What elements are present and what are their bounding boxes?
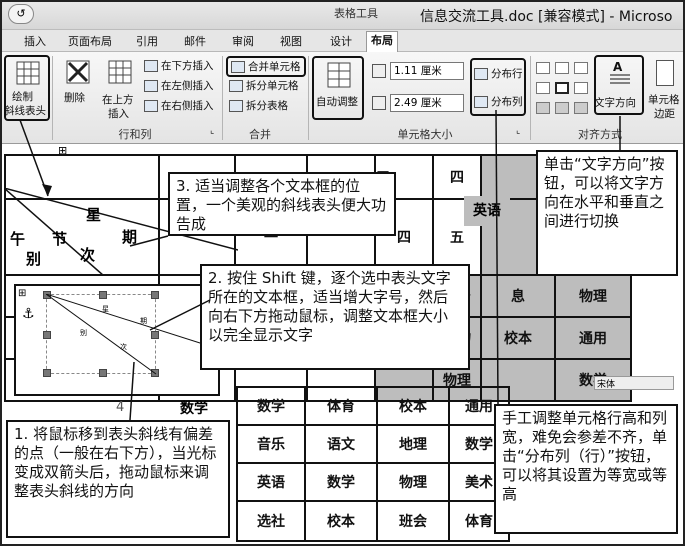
font-tooltip: 宋体	[594, 376, 674, 390]
merge-cells-button[interactable]: 合并单元格	[226, 56, 306, 77]
resize-handle[interactable]	[99, 369, 107, 377]
tab-design[interactable]: 设计	[330, 35, 352, 48]
callout-text-direction: 单击“文字方向”按钮，可以将文字方向在水平和垂直之间进行切换	[536, 150, 678, 276]
distribute-columns-icon	[474, 96, 488, 108]
insert-above-icon	[108, 60, 132, 84]
table-tools-label: 表格工具	[334, 7, 378, 20]
autofit-button[interactable]: 自动调整	[312, 56, 364, 120]
diagonal-header-icon	[16, 61, 40, 85]
align-bottom-left-icon[interactable]	[536, 102, 550, 114]
tab-mailings[interactable]: 邮件	[184, 35, 206, 48]
split-table-icon	[229, 100, 243, 112]
resize-handle[interactable]	[151, 331, 159, 339]
svg-text:A: A	[613, 60, 623, 74]
row-height-icon	[372, 64, 386, 78]
align-middle-center-icon[interactable]	[555, 82, 569, 94]
header-word-noon[interactable]: 午	[10, 230, 26, 248]
column-width-field[interactable]: 2.49 厘米	[390, 94, 464, 112]
insert-below-icon	[144, 60, 158, 72]
group-label-cell-size: 单元格大小	[397, 128, 453, 141]
rows-cols-dialog-launcher[interactable]: ⌞	[210, 126, 215, 136]
undo-icon[interactable]: ↺	[8, 4, 34, 24]
header-word-ci[interactable]: 次	[80, 246, 96, 264]
autofit-icon	[327, 62, 351, 88]
title-bar	[2, 2, 683, 30]
distribute-columns-button[interactable]: 分布列	[474, 94, 523, 109]
insert-below-button[interactable]: 在下方插入	[144, 58, 214, 73]
distribute-rows-icon	[474, 68, 488, 80]
insert-right-icon	[144, 100, 158, 112]
callout-step-2: 2. 按住 Shift 键，逐个选中表头文字所在的文本框，适当增大字号，然后向右…	[200, 264, 470, 370]
header-word-qi[interactable]: 期	[122, 228, 138, 246]
alignment-grid	[536, 62, 592, 120]
cell-margins-button[interactable]: 单元格 边距	[648, 58, 682, 120]
merge-cells-icon	[231, 61, 245, 73]
anchor-icon: ⚓	[22, 306, 35, 322]
tab-layout[interactable]: 布局	[366, 31, 398, 53]
group-separator	[222, 56, 223, 140]
tab-insert[interactable]: 插入	[24, 35, 46, 48]
table-move-handle[interactable]: ⊞	[58, 144, 68, 157]
distribute-group	[470, 58, 526, 116]
callout-step-3: 3. 适当调整各个文本框的位置，一个美观的斜线表头便大功告成	[168, 172, 396, 236]
cell-english[interactable]: 英语	[464, 196, 510, 226]
group-label-alignment: 对齐方式	[578, 128, 622, 141]
group-separator	[308, 56, 309, 140]
header-editor-preview: ⊞ ⚓ 星 期 别 次	[14, 284, 223, 396]
insert-right-button[interactable]: 在右侧插入	[144, 98, 214, 113]
text-direction-icon: A	[610, 60, 630, 84]
align-top-left-icon[interactable]	[536, 62, 550, 74]
distribute-rows-button[interactable]: 分布行	[474, 66, 523, 81]
insert-left-button[interactable]: 在左侧插入	[144, 78, 214, 93]
delete-table-icon	[66, 60, 90, 84]
align-bottom-right-icon[interactable]	[574, 102, 588, 114]
delete-button[interactable]: 删除	[60, 58, 96, 120]
insert-above-button[interactable]: 在上方 插入	[100, 58, 140, 120]
tab-view[interactable]: 视图	[280, 35, 302, 48]
tab-review[interactable]: 审阅	[232, 35, 254, 48]
split-cells-icon	[229, 80, 243, 92]
timetable-lower-rows: 数学 体育 校本 通用 音乐 语文 地理 数学 英语 数学 物理 美术 选社 校…	[236, 386, 510, 542]
row-height-field[interactable]: 1.11 厘米	[390, 62, 464, 80]
diagonal-header-lines	[4, 188, 238, 276]
resize-handle[interactable]	[43, 331, 51, 339]
align-top-right-icon[interactable]	[574, 62, 588, 74]
draw-diagonal-header-button[interactable]: 绘制 斜线表头	[4, 55, 50, 121]
tab-page-layout[interactable]: 页面布局	[68, 35, 112, 48]
split-table-button[interactable]: 拆分表格	[229, 98, 288, 113]
table-anchor-icon[interactable]: ⊞	[18, 288, 27, 299]
split-cells-button[interactable]: 拆分单元格	[229, 78, 299, 93]
cell-margins-icon	[656, 60, 674, 86]
group-separator	[530, 56, 531, 140]
header-word-bie[interactable]: 别	[26, 250, 42, 268]
cell-number: 4	[116, 400, 125, 415]
callout-distribute: 手工调整单元格行高和列宽，难免会参差不齐，单击“分布列（行）”按钮，可以将其设置…	[494, 404, 678, 534]
group-label-rows-cols: 行和列	[118, 128, 152, 141]
align-bottom-center-icon[interactable]	[555, 102, 569, 114]
resize-handle[interactable]	[43, 369, 51, 377]
cell-math-left[interactable]: 数学	[180, 401, 208, 417]
tab-references[interactable]: 引用	[136, 35, 158, 48]
align-middle-right-icon[interactable]	[574, 82, 588, 94]
callout-step-1: 1. 将鼠标移到表头斜线有偏差的点（一般在右下方），当光标变成双箭头后，拖动鼠标…	[6, 420, 230, 538]
resize-handle[interactable]	[99, 291, 107, 299]
column-width-icon	[372, 96, 386, 110]
insert-left-icon	[144, 80, 158, 92]
window-title: 信息交流工具.doc [兼容模式] - Microso	[420, 9, 673, 25]
header-word-jie[interactable]: 节	[52, 230, 68, 248]
resize-handle[interactable]	[151, 291, 159, 299]
mini-diagonal-lines	[46, 294, 223, 375]
group-separator	[52, 56, 53, 140]
ribbon-tab-row	[2, 30, 683, 52]
align-middle-left-icon[interactable]	[536, 82, 550, 94]
text-direction-button[interactable]: A 文字方向	[594, 55, 644, 115]
header-word-xing[interactable]: 星	[86, 206, 102, 224]
cell-size-dialog-launcher[interactable]: ⌞	[516, 126, 521, 136]
align-top-center-icon[interactable]	[555, 62, 569, 74]
group-label-merge: 合并	[249, 128, 271, 141]
